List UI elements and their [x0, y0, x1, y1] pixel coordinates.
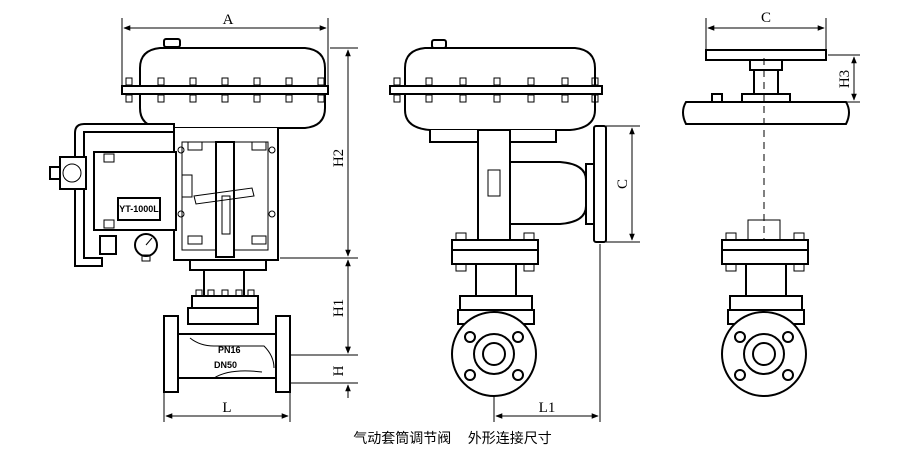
drawing-caption: 气动套筒调节阀 外形连接尺寸: [0, 428, 905, 448]
front-yoke: [173, 128, 279, 261]
side-view: C L1: [389, 39, 640, 422]
front-bonnet: [187, 259, 267, 325]
dimension-c-top: C: [705, 10, 827, 50]
caption-subtitle: 外形连接尺寸: [467, 431, 552, 447]
front-valve-body: PN16 DN50: [163, 315, 291, 393]
pressure-rating-label: PN16: [218, 345, 241, 355]
dimension-a: A: [121, 12, 329, 86]
dim-c-top-label: C: [761, 10, 771, 26]
caption-product: 气动套筒调节阀: [353, 431, 452, 447]
dim-a-label: A: [223, 12, 234, 28]
dim-l1-label: L1: [539, 400, 556, 416]
nominal-size-label: DN50: [214, 360, 237, 370]
side-flange: [451, 311, 537, 397]
dimension-l1: L1: [493, 244, 601, 422]
dim-h-label: H: [331, 365, 347, 376]
dim-h3-label: H3: [837, 70, 853, 88]
front-actuator: [121, 38, 329, 129]
side-actuator: [389, 39, 603, 131]
dimension-h3: H3: [828, 54, 860, 103]
dim-h2-label: H2: [331, 149, 347, 167]
dim-h1-label: H1: [331, 299, 347, 317]
dimension-l: L: [163, 392, 291, 422]
top-handwheel-view: C H3: [682, 10, 860, 397]
dim-l-label: L: [222, 400, 231, 416]
front-view: YT-1000L PN16: [49, 12, 358, 422]
dim-c-side-label: C: [615, 179, 631, 189]
front-positioner: YT-1000L: [49, 123, 177, 267]
positioner-model-label: YT-1000L: [119, 204, 159, 214]
dimension-c-side: C: [606, 125, 640, 243]
side-yoke-and-handwheel: [429, 125, 607, 325]
dimension-heights: H2 H1 H: [280, 47, 358, 398]
